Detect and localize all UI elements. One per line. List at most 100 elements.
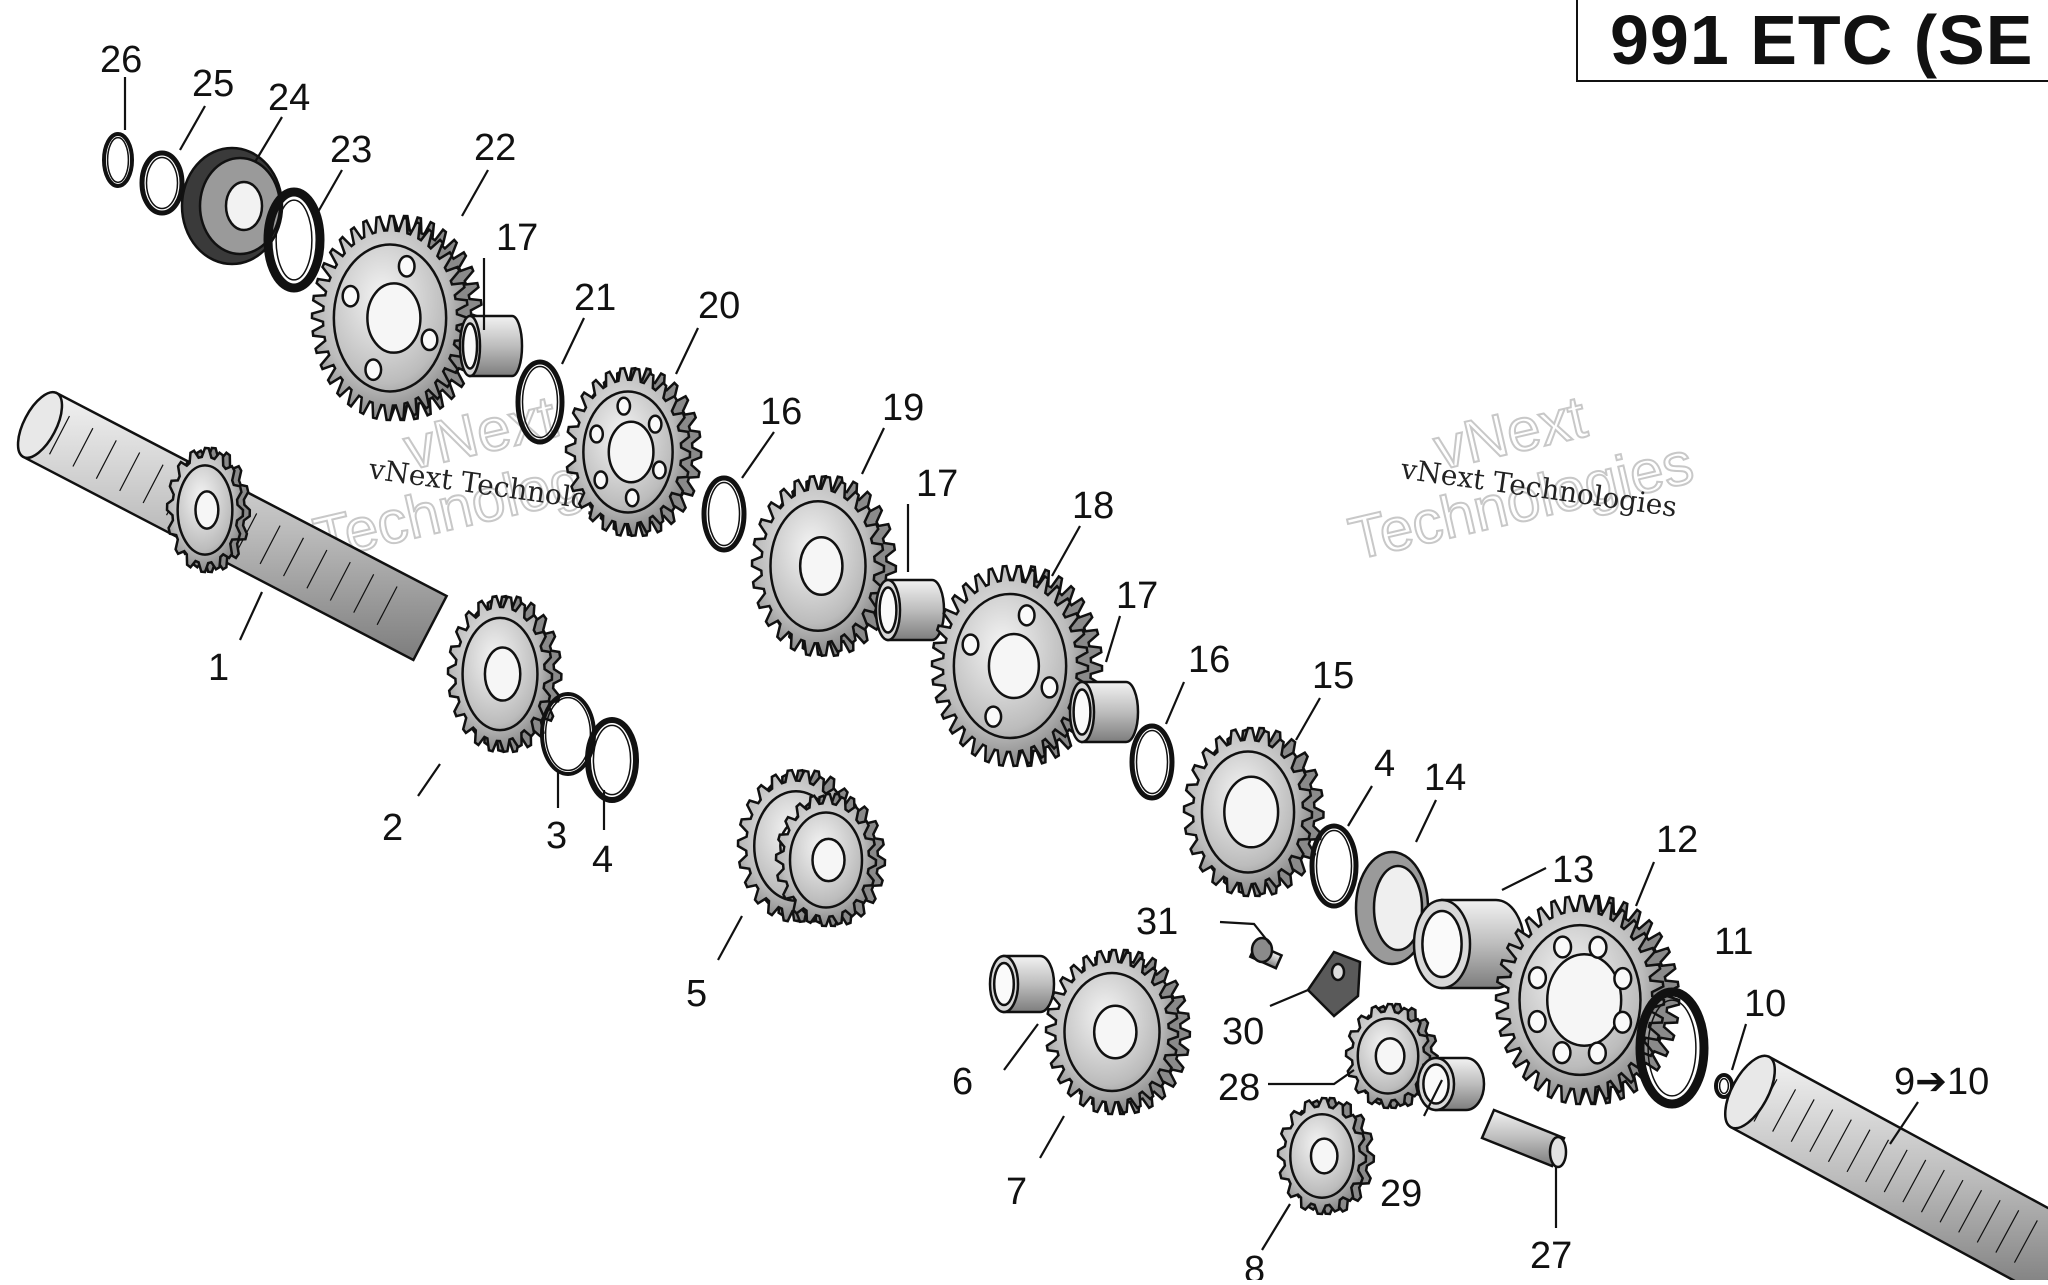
callout-label: 5	[686, 973, 707, 1015]
callout-label: 9➔10	[1894, 1061, 1989, 1103]
gear-bore	[987, 632, 1041, 700]
gear-hole	[397, 254, 416, 278]
callout-label: 13	[1552, 849, 1594, 891]
ring-stroke	[1635, 987, 1709, 1109]
gear-28	[1344, 1002, 1439, 1110]
ring-inner	[1647, 999, 1697, 1097]
leader-line	[1051, 525, 1081, 577]
gear-15	[1182, 726, 1325, 898]
needle-bearing-29	[1416, 1056, 1486, 1112]
spline-line	[259, 525, 281, 565]
gear-hole	[1527, 1009, 1547, 1034]
gear-hole	[1587, 1041, 1608, 1065]
leader-line	[861, 427, 885, 475]
gear-hole	[364, 358, 383, 382]
callout-label: 6	[952, 1061, 973, 1103]
plate-30	[1306, 950, 1362, 1018]
gear-bore	[811, 837, 846, 883]
ring-inner	[521, 365, 559, 439]
callout-label: 3	[546, 815, 567, 857]
ring-inner	[544, 696, 592, 772]
gear-hole	[1552, 935, 1573, 959]
shaft-end	[1723, 1054, 1777, 1130]
gear-bore	[798, 535, 844, 597]
leader-line	[1730, 1023, 1748, 1071]
leader-line	[317, 169, 343, 213]
spline-line	[2013, 1220, 2038, 1263]
gear-12	[1494, 894, 1681, 1106]
ring-inner	[1315, 829, 1353, 903]
spline-line	[1865, 1139, 1890, 1183]
leader-line	[1295, 697, 1321, 741]
callout-label: 2	[382, 807, 403, 849]
bolt-head	[1250, 936, 1274, 964]
callout-labels: 26 25 24 23 22 17 21 20 1 16 19 17 18 17…	[100, 39, 1989, 1285]
spline-line	[1827, 1119, 1852, 1163]
gear-bore	[194, 490, 220, 530]
spline-line	[329, 561, 351, 601]
callout-label: 25	[192, 63, 234, 105]
ring-21	[515, 359, 565, 445]
callout-label: 30	[1222, 1011, 1264, 1053]
callout-label: 14	[1424, 757, 1466, 799]
leader-line	[254, 116, 283, 163]
ring-inner	[592, 724, 632, 796]
spline-line	[1920, 1169, 1945, 1213]
gear-hole	[1040, 676, 1059, 699]
gear-rim	[1518, 923, 1642, 1077]
gear-bore	[1374, 1037, 1406, 1075]
leader-line	[1423, 1079, 1443, 1117]
bolt-31	[1248, 936, 1284, 970]
spline-line	[376, 586, 398, 626]
bushing-17c	[1068, 680, 1140, 744]
callout-label: 21	[574, 277, 616, 319]
gear-2	[446, 594, 563, 754]
leader-line	[741, 431, 775, 479]
spline-line	[353, 574, 375, 613]
circlip-16a	[701, 475, 747, 553]
gear-hole	[1612, 1010, 1633, 1034]
ring-stroke	[701, 475, 747, 553]
gear-hole	[589, 424, 605, 444]
gear-hole	[1527, 966, 1548, 990]
watermark-right: vNext Technologies vNext Technologies	[1342, 382, 1700, 574]
bushing-17a	[458, 314, 524, 378]
callout-label: 16	[760, 391, 802, 433]
leader-line	[1219, 920, 1271, 945]
leader-line	[1003, 1023, 1039, 1071]
pin-body	[1480, 1108, 1566, 1168]
callout-label: 31	[1136, 901, 1178, 943]
callout-label: 16	[1188, 639, 1230, 681]
gear-20	[564, 366, 703, 538]
callout-label: 20	[698, 285, 740, 327]
gear-rim	[461, 616, 539, 732]
gear-rim	[1063, 971, 1161, 1093]
bushing-bore	[461, 322, 479, 370]
spline-line	[306, 549, 328, 589]
gear-bore	[1545, 952, 1623, 1048]
spline-line	[48, 415, 71, 455]
spline-line	[119, 452, 141, 492]
leader-line	[675, 327, 699, 375]
gear-hole	[624, 488, 640, 508]
callout-label: 18	[1072, 485, 1114, 527]
bushing-bore	[1072, 688, 1092, 736]
callout-label: 10	[1744, 983, 1786, 1025]
shaft-integral-gear	[165, 446, 252, 574]
gear-rim	[788, 811, 864, 909]
gear-rim	[1200, 750, 1296, 874]
ring-inner	[275, 199, 313, 281]
callout-label: 27	[1530, 1235, 1572, 1277]
circlip-16b	[1129, 723, 1175, 801]
ring-4b	[1309, 823, 1359, 909]
ring-stroke	[515, 359, 565, 445]
callout-label: 28	[1218, 1067, 1260, 1109]
callout-label: 8	[1244, 1249, 1265, 1280]
gear-rim	[582, 390, 674, 514]
leader-line	[1104, 615, 1122, 663]
gear-rim	[952, 592, 1068, 740]
spline-line	[95, 440, 117, 479]
callout-label: 23	[330, 129, 372, 171]
leader-line	[1889, 1101, 1919, 1145]
